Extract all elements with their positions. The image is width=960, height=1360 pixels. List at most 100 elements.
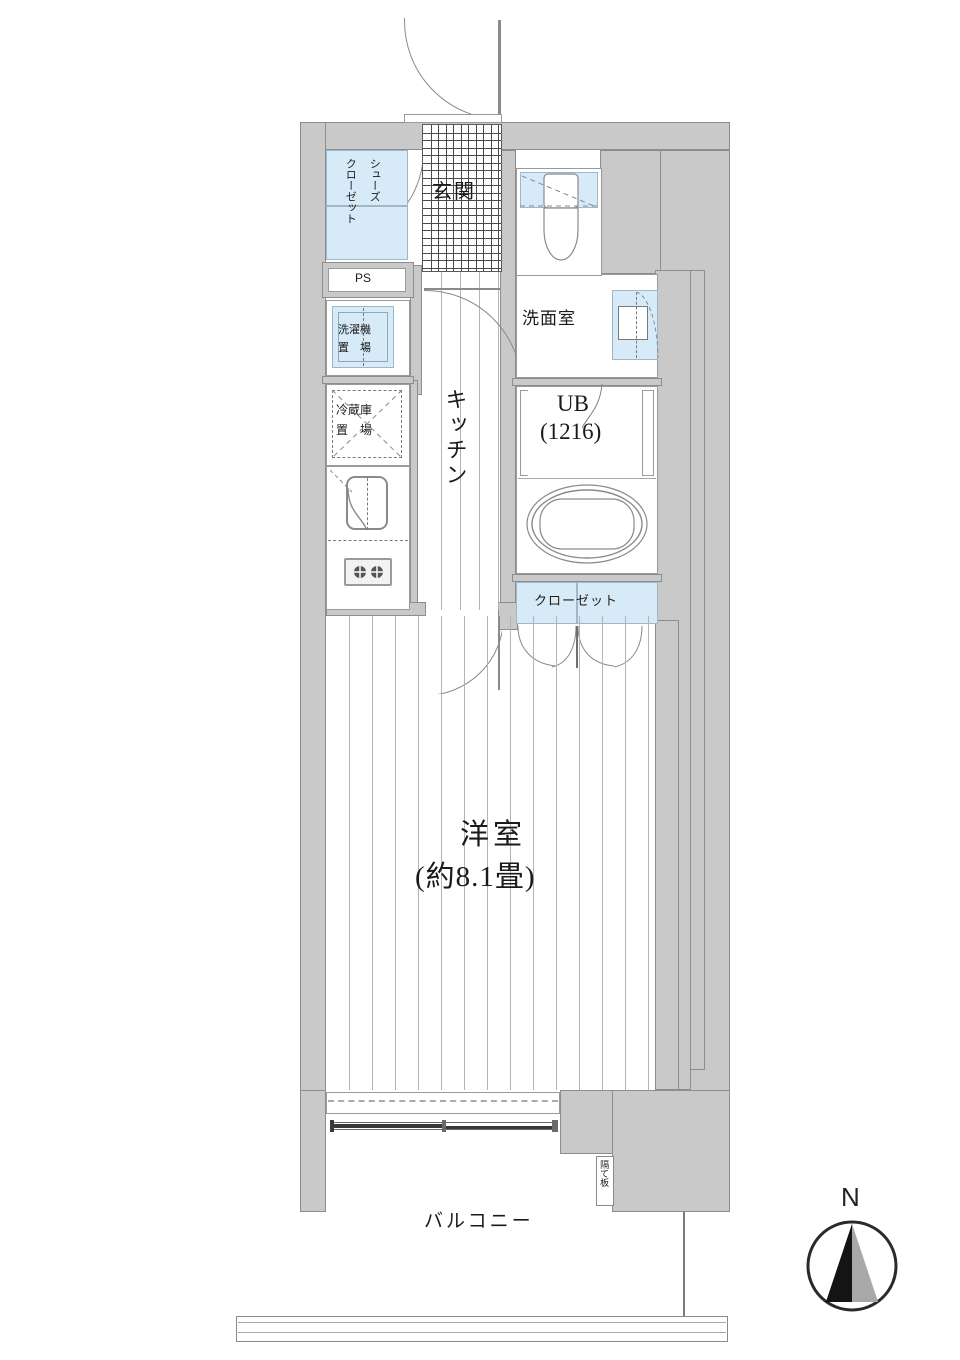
ub-sublabel: (1216) [540,419,602,444]
ub-frame-left [520,390,528,476]
compass-north-letter: N [841,1182,860,1212]
tile-grid-line [438,125,439,271]
main-room-label: 洋室 [460,819,527,851]
tile-grid-line [423,140,501,141]
sink-faucet-icon [330,470,367,529]
window-stile-mid [442,1120,446,1132]
stove-burners-icon [353,565,384,579]
tile-grid-line [423,230,501,231]
tile-grid-line [498,125,499,271]
wall-room-right [655,620,679,1090]
balcony-drop-line [683,1212,685,1318]
vanity-dash [636,292,637,358]
floor-plank [349,616,350,1090]
window-dash-line [328,1100,558,1102]
ps-label: PS [355,271,372,285]
room-door-leaf [498,616,500,690]
floor-plank [498,272,499,610]
kitchen-floor [422,272,500,610]
compass-needle-icon [806,1220,898,1312]
closet-center-divider [576,582,578,624]
floor-plank [648,616,649,1090]
ub-label: UB [557,391,589,416]
fridge-label-bottom: 置 場 [336,423,373,437]
fridge-dash-rect [332,390,402,458]
window-sash-right [446,1126,556,1129]
window-stile-right [552,1120,558,1132]
tile-grid-line [423,177,501,179]
tile-grid-line [423,192,501,194]
floor-plank [602,616,603,1090]
balcony-railing-line-2 [238,1332,726,1333]
floor-plank [510,616,511,1090]
fridge-diagonals-icon [332,390,402,458]
washroom-door-clip [424,290,520,386]
tile-grid-line [475,125,477,271]
balcony-sliding-window [326,1092,560,1114]
floor-plank [460,272,461,610]
main-room-floor [326,616,658,1090]
closet [516,582,658,624]
genkan-label: 玄関 [432,181,476,203]
floor-plank [533,616,534,1090]
entrance-door-swing-clip [404,18,502,118]
floor-plank [625,616,626,1090]
wall-top-band [300,122,730,150]
compass-rose: N [798,1182,906,1326]
floor-plank [556,616,557,1090]
washer-dash-v [363,308,364,366]
closet-label: クローゼット [534,593,619,608]
closet-door-arcs-icon [517,626,643,668]
washroom-label: 洗面室 [522,309,576,328]
kitchen-label: キッチン [442,388,468,488]
wall-bottom-right-stub [612,1090,730,1212]
tile-grid-line [460,125,462,271]
washroom-door-leaf [424,288,500,290]
tile-grid-line [423,132,501,134]
washroom-door-arc [424,290,520,386]
toilet-bowl-icon [520,173,598,261]
main-room-sublabel: (約8.1畳) [415,861,536,893]
tile-grid-line [423,267,501,269]
tile-grid-line [468,125,469,271]
tile-grid-line [423,185,501,186]
tile-grid-line [423,222,501,224]
kitchen-counter [326,466,410,610]
washer-label-tl: 洗濯機 [338,324,371,336]
ps-box [328,268,406,292]
tile-grid-line [430,125,432,271]
wall-bottom-left-stub [300,1090,326,1212]
wall-washer-fridge-divider [322,376,414,384]
tile-grid-line [423,237,501,239]
bathtub-icon [526,484,648,564]
floor-plank [464,616,465,1090]
tile-grid-line [483,125,484,271]
tile-grid-line [490,125,492,271]
ub-frame-right [642,390,654,476]
balcony-label: バルコニー [424,1211,534,1232]
floor-plank [479,272,480,610]
floor-plank [395,616,396,1090]
washer-label-bl: 置 場 [338,342,371,354]
partition-label: 隔て板 [599,1160,610,1187]
shoes-closet-label-col1: シューズ [368,158,381,202]
vanity-basin-icon [618,306,648,340]
floor-plank [441,272,442,610]
genkan-tile-floor [422,124,502,272]
tile-grid-line [423,215,501,216]
wall-left-outer [300,122,326,1212]
wall-service-column-right-2 [410,380,418,610]
sink-center-dash [367,478,368,530]
wall-washroom-ub-divider [512,378,662,386]
tile-grid-line [423,252,501,254]
vanity-door-arc-icon [636,292,659,359]
floor-plank [418,616,419,1090]
balcony-railing-line-1 [238,1322,726,1323]
tile-grid-line [423,260,501,261]
shoes-closet-shelf-line [326,205,408,207]
window-stile-left [330,1120,334,1132]
wall-ub-closet-divider [512,574,662,582]
tile-grid-line [445,125,447,271]
entrance-door-leaf [498,20,501,120]
